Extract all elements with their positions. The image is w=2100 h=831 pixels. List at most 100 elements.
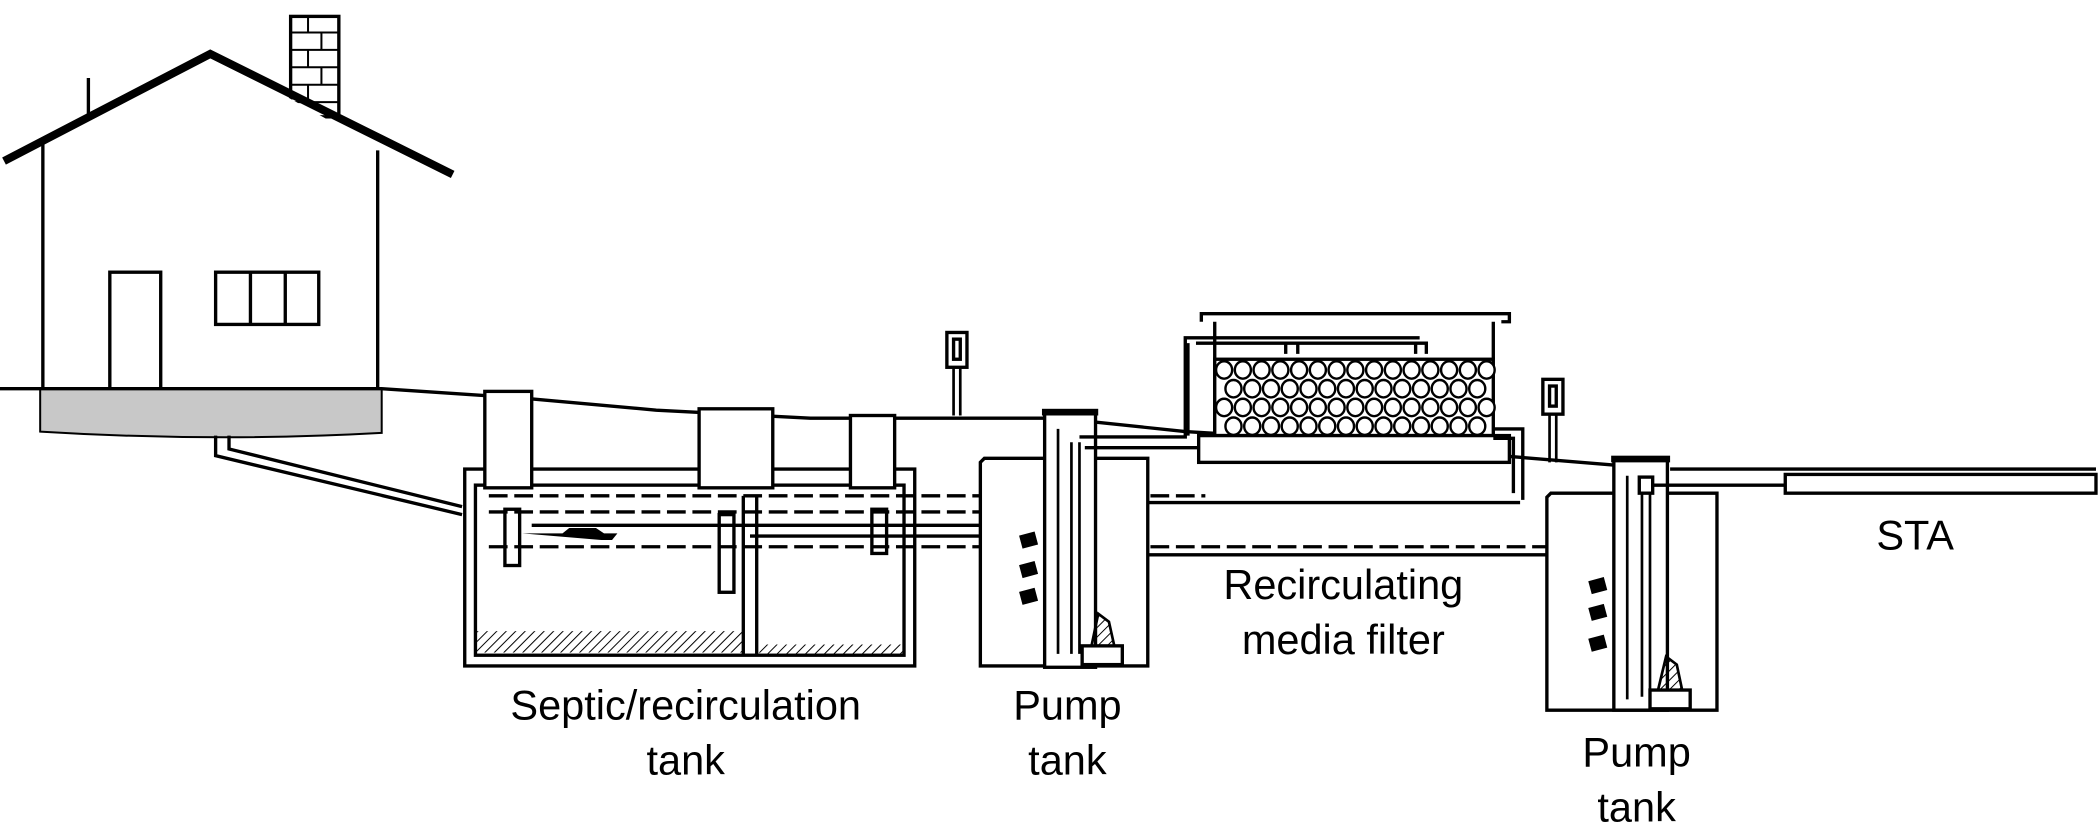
gravel-circle	[1477, 360, 1496, 380]
gravel-circle	[1355, 416, 1374, 437]
gravel-circle	[1289, 397, 1309, 418]
gravel-circle	[1271, 397, 1290, 418]
float-switches	[1019, 531, 1039, 605]
gravel-circle	[1439, 360, 1459, 380]
foundation	[39, 387, 383, 439]
gravel-circle	[1317, 378, 1337, 399]
gravel-circle	[1336, 378, 1356, 399]
gravel-circle	[1458, 397, 1478, 418]
riser	[848, 413, 897, 490]
gravel-circle	[1233, 360, 1253, 380]
septic-tank	[463, 389, 917, 668]
gravel-circle	[1411, 416, 1431, 437]
gravel-circle	[1224, 378, 1243, 399]
gravel-circle	[1242, 416, 1262, 437]
gravel-circle	[1355, 378, 1374, 399]
gravel-circle	[1299, 378, 1318, 399]
gravel-circle	[1261, 378, 1281, 399]
septic-tank-label: Septic/recirculation	[510, 682, 861, 729]
gravel-circle	[1336, 416, 1356, 437]
pump-tank-2-label: Pump	[1582, 728, 1690, 775]
soil-treatment-area	[1652, 467, 2098, 495]
pump-tank-2	[1545, 455, 1719, 712]
riser	[697, 407, 775, 490]
gravel-circle	[1430, 416, 1449, 437]
gravel-circle	[1458, 360, 1478, 380]
gravel-circle	[1467, 416, 1487, 437]
scum	[522, 528, 618, 541]
gravel-circle	[1430, 378, 1449, 399]
gravel-circle	[1411, 378, 1431, 399]
gravel-circle	[1374, 416, 1393, 437]
gravel-circle	[1280, 378, 1299, 399]
float-switches	[1588, 577, 1608, 652]
gravel-circle	[1224, 416, 1243, 437]
gravel-circle	[1242, 378, 1262, 399]
riser-lid	[1611, 455, 1671, 463]
riser-lid	[1041, 408, 1099, 416]
gravel-circle	[1402, 360, 1421, 380]
gravel-circle	[1392, 416, 1412, 437]
gravel-circle	[1364, 360, 1384, 380]
window	[213, 270, 321, 327]
gravel-circle	[1392, 378, 1412, 399]
gravel-circle	[1299, 416, 1318, 437]
roof	[2, 49, 455, 179]
sta-label: STA	[1876, 511, 1954, 558]
gravel-circle	[1327, 397, 1346, 418]
pump-icon	[1089, 611, 1116, 648]
pump-base	[1648, 688, 1692, 711]
media-filter-label: media filter	[1242, 616, 1445, 663]
return-pipe	[1493, 427, 1525, 500]
house	[2, 14, 455, 439]
riser	[1042, 411, 1098, 669]
gravel-circle	[1477, 397, 1496, 418]
gravel-circle	[1308, 397, 1328, 418]
gravel-circle	[1402, 397, 1421, 418]
gravel-circle	[1271, 360, 1290, 380]
gravel-circle	[1214, 360, 1234, 380]
outlet-tee	[717, 512, 736, 594]
gravel-circle	[1252, 360, 1271, 380]
gravel-circle	[1214, 397, 1234, 418]
gravel-circle	[1327, 360, 1346, 380]
gravel-circle	[1439, 397, 1459, 418]
gravel-circle	[1346, 397, 1365, 418]
control-panel	[945, 330, 969, 416]
gravel-circle	[1346, 360, 1365, 380]
media-filter	[1186, 312, 1525, 500]
pump-tank-1-label: Pump	[1013, 682, 1121, 729]
distribution-pipe	[1186, 341, 1429, 436]
gravel-circle	[1317, 416, 1337, 437]
discharge-pipe	[1079, 336, 1420, 450]
gravel-circle	[1421, 360, 1440, 380]
gravel-circle	[1449, 416, 1468, 437]
gravel-circle	[1261, 416, 1281, 437]
media-filter-label: Recirculating	[1223, 561, 1463, 608]
pump-tank-1-label: tank	[1028, 736, 1107, 783]
gravel-circle	[1280, 416, 1299, 437]
filter-base	[1196, 433, 1512, 465]
pump-base	[1080, 644, 1124, 667]
inlet-tee	[503, 507, 522, 568]
control-panel	[1541, 377, 1565, 463]
sludge-layer	[759, 644, 903, 654]
gravel-circle	[1233, 397, 1253, 418]
gravel-circle	[1364, 397, 1384, 418]
chimney-bricks	[290, 16, 339, 104]
gravel-circle	[1467, 378, 1487, 399]
house-wall	[42, 53, 378, 389]
gravel-circle	[1449, 378, 1468, 399]
pump-icon	[1656, 654, 1684, 692]
outlet-tee	[870, 507, 889, 556]
gravel-circle	[1383, 397, 1403, 418]
pump-tank-2-label: tank	[1597, 783, 1676, 830]
gravel-circle	[1289, 360, 1309, 380]
septic-tank-label: tank	[646, 736, 725, 783]
riser	[483, 389, 534, 490]
gravel-circle	[1308, 360, 1328, 380]
house-sewer-pipe	[213, 435, 463, 517]
gravel-circle	[1252, 397, 1271, 418]
